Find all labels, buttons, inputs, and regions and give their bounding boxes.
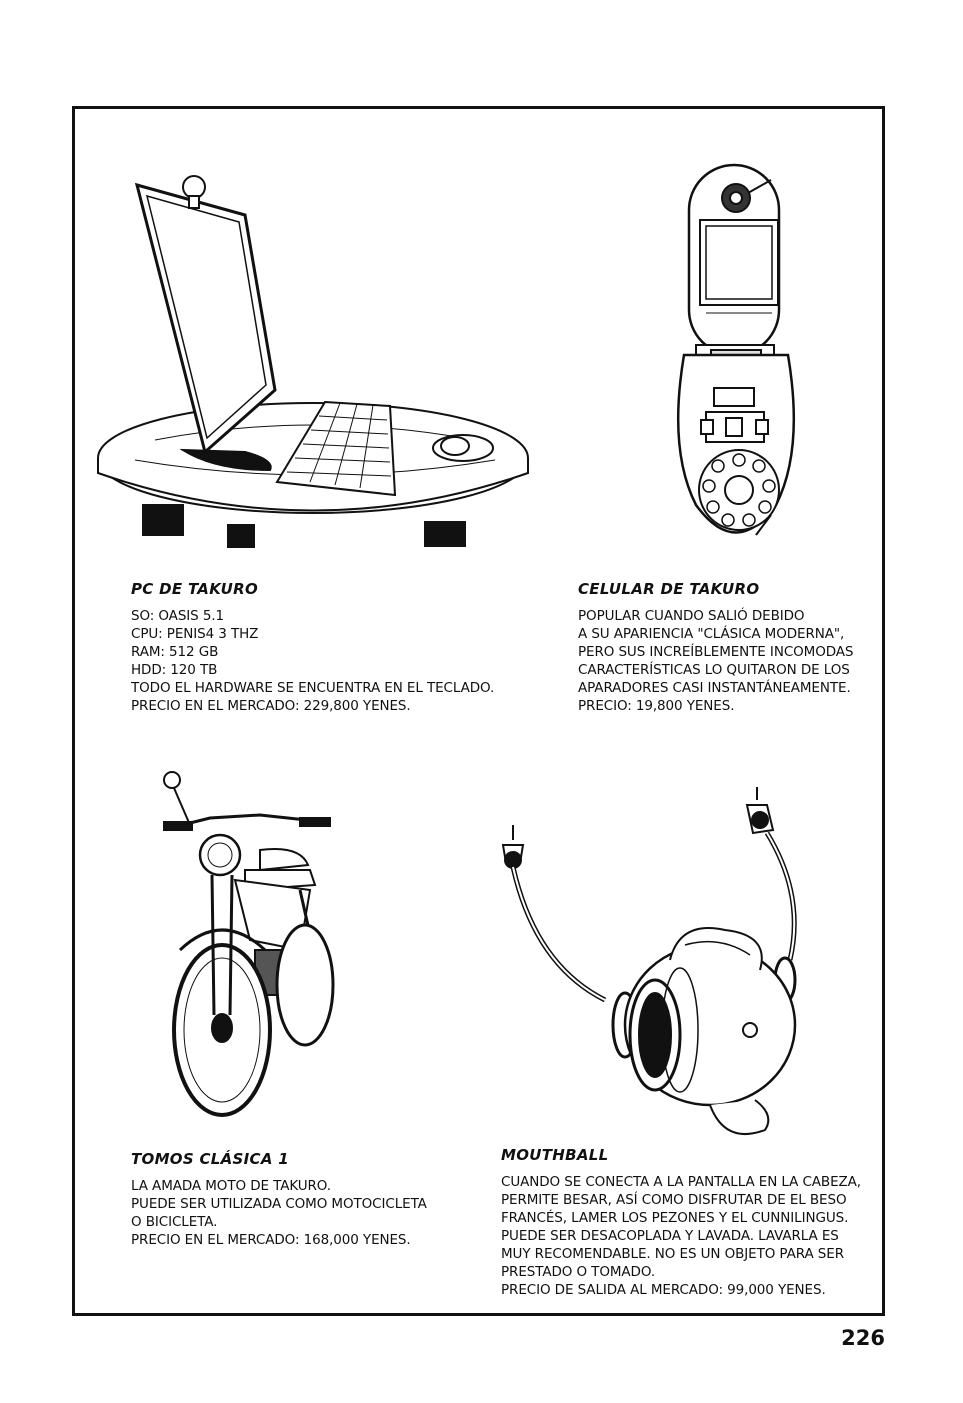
moped-line: PRECIO EN EL MERCADO: 168,000 YENES. bbox=[131, 1232, 411, 1248]
moped-illustration bbox=[150, 770, 350, 1120]
moped-title: TOMOS CLÁSICA 1 bbox=[131, 1150, 290, 1168]
mouthball-line: PUEDE SER DESACOPLADA Y LAVADA. LAVARLA … bbox=[501, 1228, 839, 1244]
moped-line: O BICICLETA. bbox=[131, 1214, 218, 1230]
mouthball-title: MOUTHBALL bbox=[501, 1146, 609, 1164]
phone-title: CELULAR DE TAKURO bbox=[578, 580, 760, 598]
pc-line: TODO EL HARDWARE SE ENCUENTRA EN EL TECL… bbox=[131, 680, 495, 696]
phone-illustration bbox=[676, 160, 806, 545]
pc-line: PRECIO EN EL MERCADO: 229,800 YENES. bbox=[131, 698, 411, 714]
page-number: 226 bbox=[841, 1326, 885, 1350]
mouthball-line: MUY RECOMENDABLE. NO ES UN OBJETO PARA S… bbox=[501, 1246, 844, 1262]
phone-line: APARADORES CASI INSTANTÁNEAMENTE. bbox=[578, 680, 851, 696]
phone-line: PRECIO: 19,800 YENES. bbox=[578, 698, 735, 714]
pc-line: RAM: 512 GB bbox=[131, 644, 219, 660]
pc-info: PC DE TAKURO SO: OASIS 5.1 CPU: PENIS4 3… bbox=[131, 580, 494, 715]
phone-info: CELULAR DE TAKURO POPULAR CUANDO SALIÓ D… bbox=[578, 580, 854, 715]
mouthball-line: CUANDO SE CONECTA A LA PANTALLA EN LA CA… bbox=[501, 1174, 861, 1190]
mouthball-info: MOUTHBALL CUANDO SE CONECTA A LA PANTALL… bbox=[501, 1146, 861, 1299]
pc-line: HDD: 120 TB bbox=[131, 662, 218, 678]
mouthball-line: PRESTADO O TOMADO. bbox=[501, 1264, 656, 1280]
pc-line: SO: OASIS 5.1 bbox=[131, 608, 225, 624]
mouthball-line: PERMITE BESAR, ASÍ COMO DISFRUTAR DE EL … bbox=[501, 1192, 847, 1208]
page-frame bbox=[72, 106, 885, 1316]
moped-line: LA AMADA MOTO DE TAKURO. bbox=[131, 1178, 331, 1194]
phone-line: POPULAR CUANDO SALIÓ DEBIDO bbox=[578, 608, 805, 624]
moped-line: PUEDE SER UTILIZADA COMO MOTOCICLETA bbox=[131, 1196, 427, 1212]
phone-line: PERO SUS INCREÍBLEMENTE INCOMODAS bbox=[578, 644, 854, 660]
moped-info: TOMOS CLÁSICA 1 LA AMADA MOTO DE TAKURO.… bbox=[131, 1150, 427, 1249]
mouthball-illustration bbox=[495, 785, 815, 1145]
pc-title: PC DE TAKURO bbox=[131, 580, 258, 598]
mouthball-line: FRANCÉS, LAMER LOS PEZONES Y EL CUNNILIN… bbox=[501, 1210, 849, 1226]
pc-line: CPU: PENIS4 3 THZ bbox=[131, 626, 259, 642]
phone-line: A SU APARIENCIA "CLÁSICA MODERNA", bbox=[578, 626, 845, 642]
phone-line: CARACTERÍSTICAS LO QUITARON DE LOS bbox=[578, 662, 850, 678]
pc-illustration bbox=[95, 170, 535, 555]
mouthball-line: PRECIO DE SALIDA AL MERCADO: 99,000 YENE… bbox=[501, 1282, 826, 1298]
